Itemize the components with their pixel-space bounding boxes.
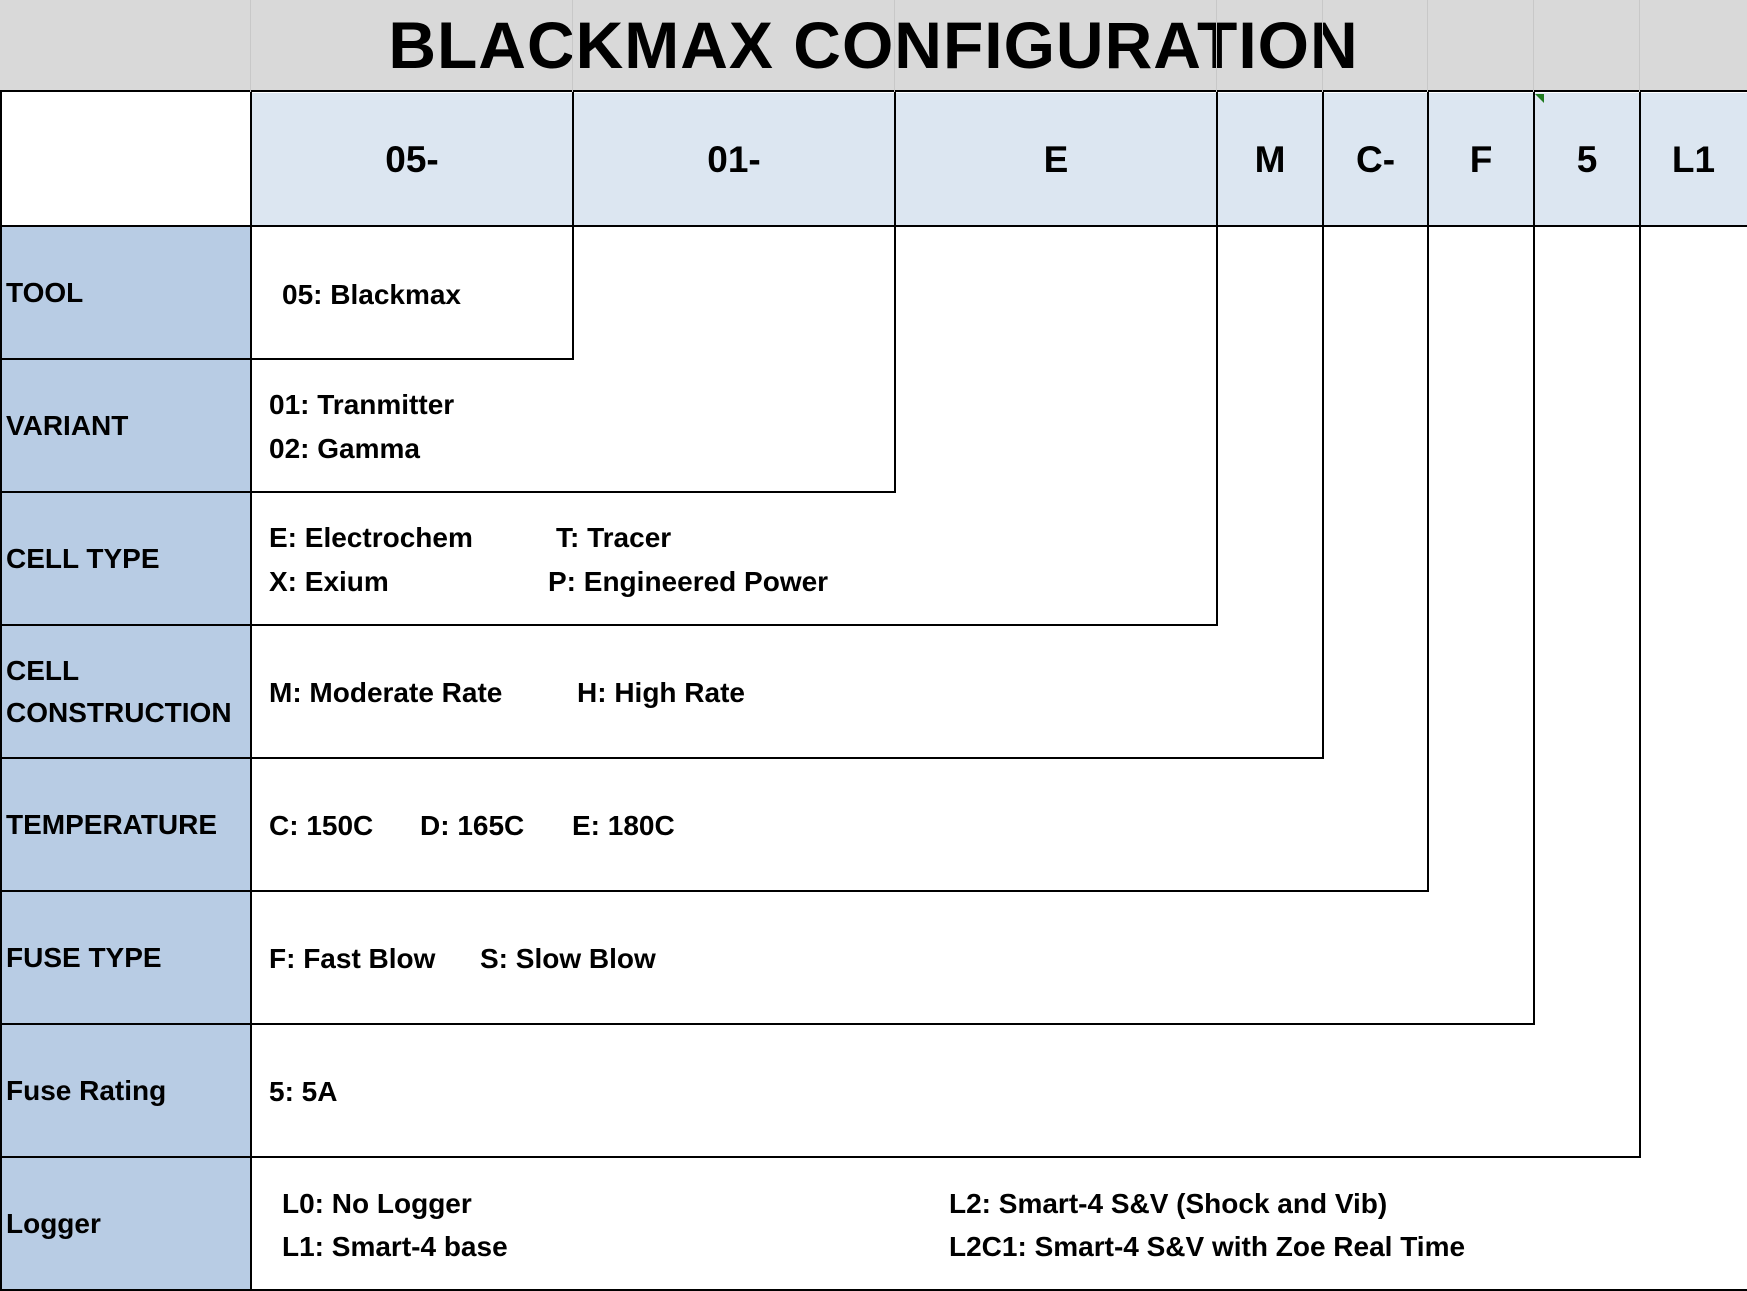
option-tool-05: 05: Blackmax [282, 279, 462, 310]
category-fuse-type: FUSE TYPE [0, 891, 251, 1024]
code-segment-cell-construction: M [1217, 93, 1323, 226]
grid-line [0, 624, 1218, 626]
category-cell-type: CELL TYPE [0, 492, 251, 625]
grid-line [251, 358, 574, 360]
option-cell-type-t: T: Tracer [556, 522, 672, 553]
option-fuse-type-s: S: Slow Blow [480, 943, 656, 974]
grid-line [1427, 92, 1429, 892]
grid-line [1533, 0, 1534, 92]
grid-line [1216, 0, 1217, 92]
grid-line [1639, 92, 1641, 1158]
grid-line [894, 92, 896, 493]
grid-line [1322, 0, 1323, 92]
grid-line [0, 1289, 1747, 1291]
grid-line [1533, 92, 1535, 1025]
option-construction-h: H: High Rate [577, 677, 745, 708]
grid-line [0, 92, 2, 1291]
grid-line [1216, 92, 1218, 626]
code-segment-fuse-type: F [1428, 93, 1534, 226]
grid-line [0, 757, 1324, 759]
option-logger-l2c1: L2C1: Smart-4 S&V with Zoe Real Time [949, 1231, 1466, 1262]
grid-line [894, 0, 895, 92]
option-temperature-d: D: 165C [420, 810, 525, 841]
category-temperature: TEMPERATURE [0, 758, 251, 891]
title-bar: BLACKMAX CONFIGURATION [0, 0, 1747, 92]
grid-line [572, 92, 574, 360]
option-fuse-rating-5: 5: 5A [269, 1076, 338, 1107]
option-variant-01: 01: Tranmitter [269, 389, 455, 420]
category-tool: TOOL [0, 226, 251, 359]
option-logger-l0: L0: No Logger [282, 1188, 472, 1219]
option-cell-type-x: X: Exium [269, 566, 389, 597]
option-cell-type-e: E: Electrochem [269, 522, 473, 553]
code-segment-temperature: C- [1323, 93, 1428, 226]
option-construction-m: M: Moderate Rate [269, 677, 503, 708]
code-segment-cell-type: E [895, 93, 1217, 226]
grid-line [572, 0, 573, 92]
option-logger-l2: L2: Smart-4 S&V (Shock and Vib) [949, 1188, 1388, 1219]
code-segment-fuse-rating: 5 [1534, 93, 1640, 226]
grid-line [250, 92, 252, 1291]
option-logger-l1: L1: Smart-4 base [282, 1231, 508, 1262]
grid-line [0, 1156, 1641, 1158]
category-variant: VARIANT [0, 359, 251, 492]
grid-line [250, 0, 251, 92]
grid-line [0, 225, 1747, 227]
comment-indicator-icon [1535, 94, 1544, 103]
option-fuse-type-f: F: Fast Blow [269, 943, 436, 974]
page-title: BLACKMAX CONFIGURATION [388, 8, 1359, 82]
code-segment-logger: L1 [1640, 93, 1747, 226]
grid-line [0, 491, 896, 493]
grid-line [1427, 0, 1428, 92]
grid-line [1639, 0, 1640, 92]
option-temperature-c: C: 150C [269, 810, 374, 841]
grid-line [1322, 92, 1324, 759]
grid-line [0, 890, 1429, 892]
option-variant-02: 02: Gamma [269, 433, 420, 464]
option-cell-type-p: P: Engineered Power [548, 566, 829, 597]
category-fuse-rating: Fuse Rating [0, 1024, 251, 1157]
option-temperature-e: E: 180C [572, 810, 675, 841]
category-logger: Logger [0, 1157, 251, 1290]
code-segment-tool: 05- [251, 93, 573, 226]
grid-line [0, 358, 251, 360]
grid-line [0, 1023, 1535, 1025]
code-segment-variant: 01- [573, 93, 895, 226]
